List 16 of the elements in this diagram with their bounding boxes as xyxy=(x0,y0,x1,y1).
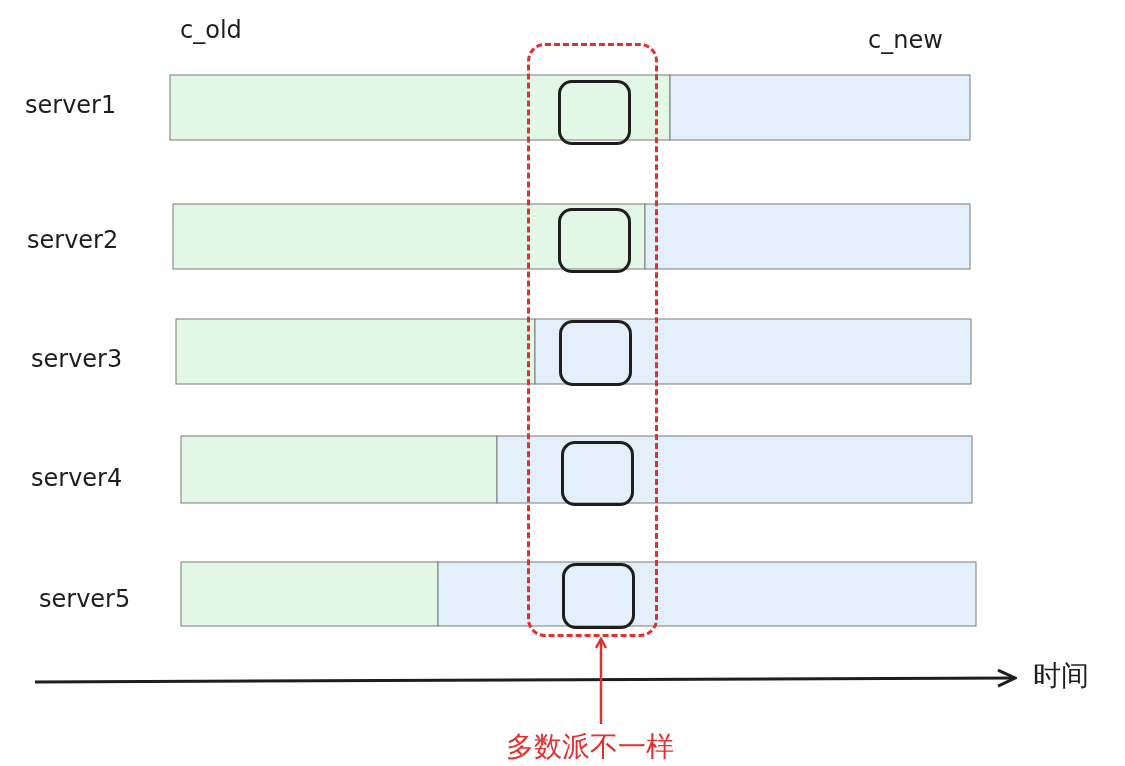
dashed-highlight-box xyxy=(527,43,658,637)
rounded-box xyxy=(558,208,631,273)
annotation-text: 多数派不一样 xyxy=(490,728,690,764)
server-label: server5 xyxy=(39,587,131,611)
server-label: server2 xyxy=(27,228,119,252)
server-label: server3 xyxy=(31,347,123,371)
server-label: server1 xyxy=(25,93,117,117)
rounded-box xyxy=(559,320,632,386)
config-label: c_new xyxy=(868,28,943,52)
config-label: c_old xyxy=(180,18,242,42)
rounded-box xyxy=(561,441,634,506)
server-label: server4 xyxy=(31,466,123,490)
rounded-box xyxy=(562,563,635,629)
rounded-box xyxy=(558,80,631,145)
arrow xyxy=(594,637,608,724)
axis-label: 时间 xyxy=(1033,662,1089,690)
